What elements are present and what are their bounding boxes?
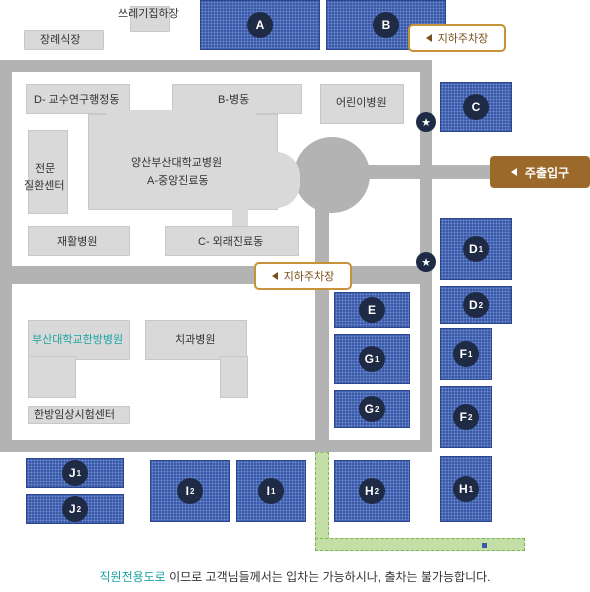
building-main-label: 양산부산대학교병원	[131, 157, 223, 169]
building-b-ward-label: B-병동	[218, 94, 250, 106]
staff-road-notice-highlight: 직원전용도로	[99, 570, 166, 584]
building-specialty-label-2: 질환센터	[24, 180, 65, 192]
parking-a-badge: A	[247, 12, 273, 38]
arrow-left-icon	[510, 168, 517, 176]
building-children-label: 어린이병원	[336, 97, 387, 109]
parking-a[interactable]: A	[200, 0, 320, 50]
main-entrance-sign: 주출입구	[490, 156, 590, 188]
parking-c[interactable]: C	[440, 82, 512, 132]
parking-e-badge: E	[359, 297, 385, 323]
building-dental	[145, 320, 247, 360]
arrow-left-icon	[271, 272, 278, 280]
building-korean-medicine	[28, 320, 130, 360]
roundabout	[294, 137, 370, 213]
funeral-hall-label: 장례식장	[40, 34, 81, 46]
staff-road-horizontal	[315, 538, 525, 551]
building-c-outpatient-label: C- 외래진료동	[198, 236, 264, 248]
parking-c-badge: C	[463, 94, 489, 120]
building-dental-label: 치과병원	[175, 334, 216, 346]
building-rehab-label: 재활병원	[57, 236, 98, 248]
building-specialty-label-1: 전문	[35, 163, 56, 175]
building-main-wing	[232, 206, 248, 226]
building-clinical-trial	[28, 406, 130, 424]
arrow-left-icon	[425, 34, 432, 42]
building-clinical-trial-label: 한방임상시험센터	[34, 409, 115, 421]
star-icon: ★	[416, 252, 436, 272]
road-inner-vertical	[315, 180, 329, 446]
trash-collection	[130, 6, 170, 32]
building-korean-medicine-label: 부산대학교한방병원	[32, 334, 124, 346]
staff-road-notice-text: 이므로 고객님들께서는 입차는 가능하시나, 출차는 불가능합니다.	[165, 570, 491, 584]
star-icon: ★	[416, 112, 436, 132]
road-bottom	[0, 440, 432, 452]
funeral-hall	[24, 30, 104, 50]
parking-e[interactable]: E	[334, 292, 410, 328]
staff-road-notice: 직원전용도로 이므로 고객님들께서는 입차는 가능하시나, 출차는 불가능합니다…	[0, 568, 590, 585]
building-b-ward	[172, 84, 302, 114]
building-main-connector	[106, 110, 256, 120]
building-d-admin	[26, 84, 130, 114]
road-middle	[0, 266, 432, 284]
building-c-outpatient	[165, 226, 299, 256]
road-top	[0, 60, 432, 72]
building-d-admin-label: D- 교수연구행정동	[34, 94, 120, 106]
building-dental-wing	[220, 356, 248, 398]
building-children	[320, 84, 404, 124]
building-korean-medicine-wing	[28, 356, 76, 398]
underground-parking-sign-middle: 지하주차장	[254, 262, 352, 290]
staff-road-vertical	[315, 452, 329, 550]
parking-b-badge: B	[373, 12, 399, 38]
building-rehab	[28, 226, 130, 256]
building-specialty	[28, 130, 68, 214]
road-left	[0, 60, 12, 452]
trash-collection-label: 쓰레기집하장	[118, 8, 179, 20]
building-main-a	[88, 114, 278, 210]
staff-road-marker	[482, 543, 487, 548]
building-main-sub-label: A-중앙진료동	[147, 175, 209, 187]
underground-parking-sign-top: 지하주차장	[408, 24, 506, 52]
